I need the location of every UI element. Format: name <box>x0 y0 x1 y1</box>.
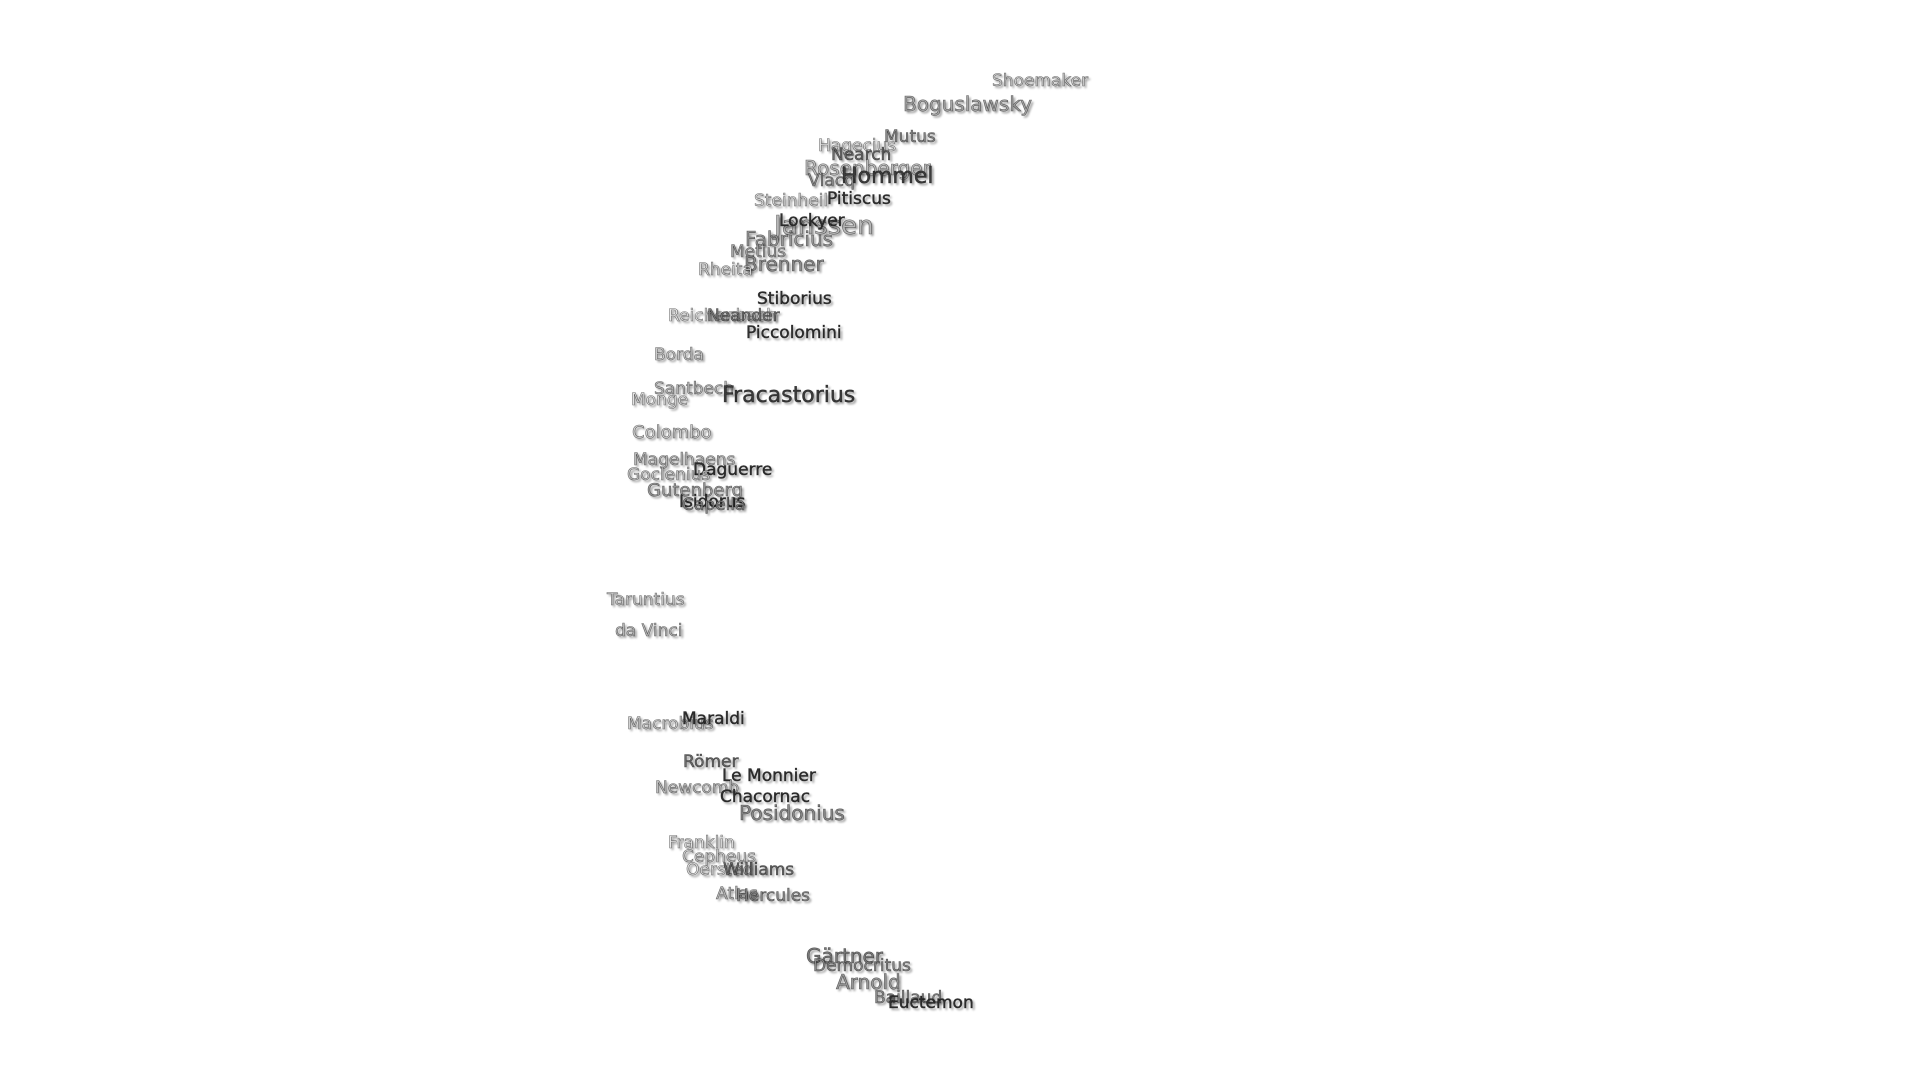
crater-label: Macrobius <box>627 714 714 734</box>
crater-label: Oersted <box>686 860 754 880</box>
crater-label: Newcomb <box>655 778 740 798</box>
crater-label: Posidonius <box>739 801 845 825</box>
crater-label: Magelhaens <box>633 450 736 470</box>
crater-label: Santbech <box>654 379 735 399</box>
crater-label: Democritus <box>813 956 911 976</box>
crater-label: Cepheus <box>682 847 757 867</box>
crater-label: Hagecius <box>818 136 897 156</box>
crater-label: Hercules <box>736 886 811 906</box>
crater-label: Le Monnier <box>722 766 816 786</box>
crater-label: Römer <box>683 752 739 772</box>
crater-label: Metius <box>730 242 787 262</box>
crater-label: Steinheil <box>754 191 829 211</box>
crater-label: Brenner <box>744 252 824 276</box>
crater-label: Fabricius <box>745 227 834 251</box>
crater-label: Maraldi <box>682 709 745 729</box>
crater-label: Gutenberg <box>647 480 744 501</box>
crater-label: Monge <box>631 390 689 410</box>
crater-label: Colombo <box>632 422 712 443</box>
crater-label: Daguerre <box>693 460 773 480</box>
crater-label: Franklin <box>668 833 735 853</box>
crater-label: Lockyer <box>779 211 845 231</box>
crater-label: Euctemon <box>888 993 974 1013</box>
crater-label: Goclenius <box>627 465 711 485</box>
crater-label: Taruntius <box>607 590 685 610</box>
crater-label: Shoemaker <box>992 71 1089 91</box>
crater-label: Reichenbach <box>668 306 778 326</box>
crater-label: Janssen <box>774 211 874 241</box>
crater-label: Vlacq <box>808 171 856 191</box>
crater-label: Capella <box>682 495 746 515</box>
crater-label: Boguslawsky <box>903 92 1033 116</box>
crater-label: Chacornac <box>720 787 811 807</box>
crater-label: Neander <box>707 306 780 326</box>
crater-label: Arnold <box>836 970 901 994</box>
crater-label: Baillaud <box>874 988 943 1008</box>
crater-label: Williams <box>723 860 795 880</box>
crater-label: Piccolomini <box>746 323 842 343</box>
crater-label: Gärtner <box>806 944 884 968</box>
crater-label: Fracastorius <box>722 383 856 408</box>
crater-label: Rheita <box>698 260 753 280</box>
crater-label: Isidorus <box>679 492 746 512</box>
crater-label: Rosenberger <box>804 156 931 180</box>
crater-label: Hommel <box>841 164 934 189</box>
crater-label: Stiborius <box>757 289 832 309</box>
crater-label: Mutus <box>884 127 936 147</box>
crater-label: Pitiscus <box>827 189 891 209</box>
crater-label: Borda <box>654 345 705 365</box>
crater-label: da Vinci <box>615 621 683 641</box>
crater-label: Nearch <box>831 145 892 165</box>
crater-label: Atlas <box>716 884 759 904</box>
